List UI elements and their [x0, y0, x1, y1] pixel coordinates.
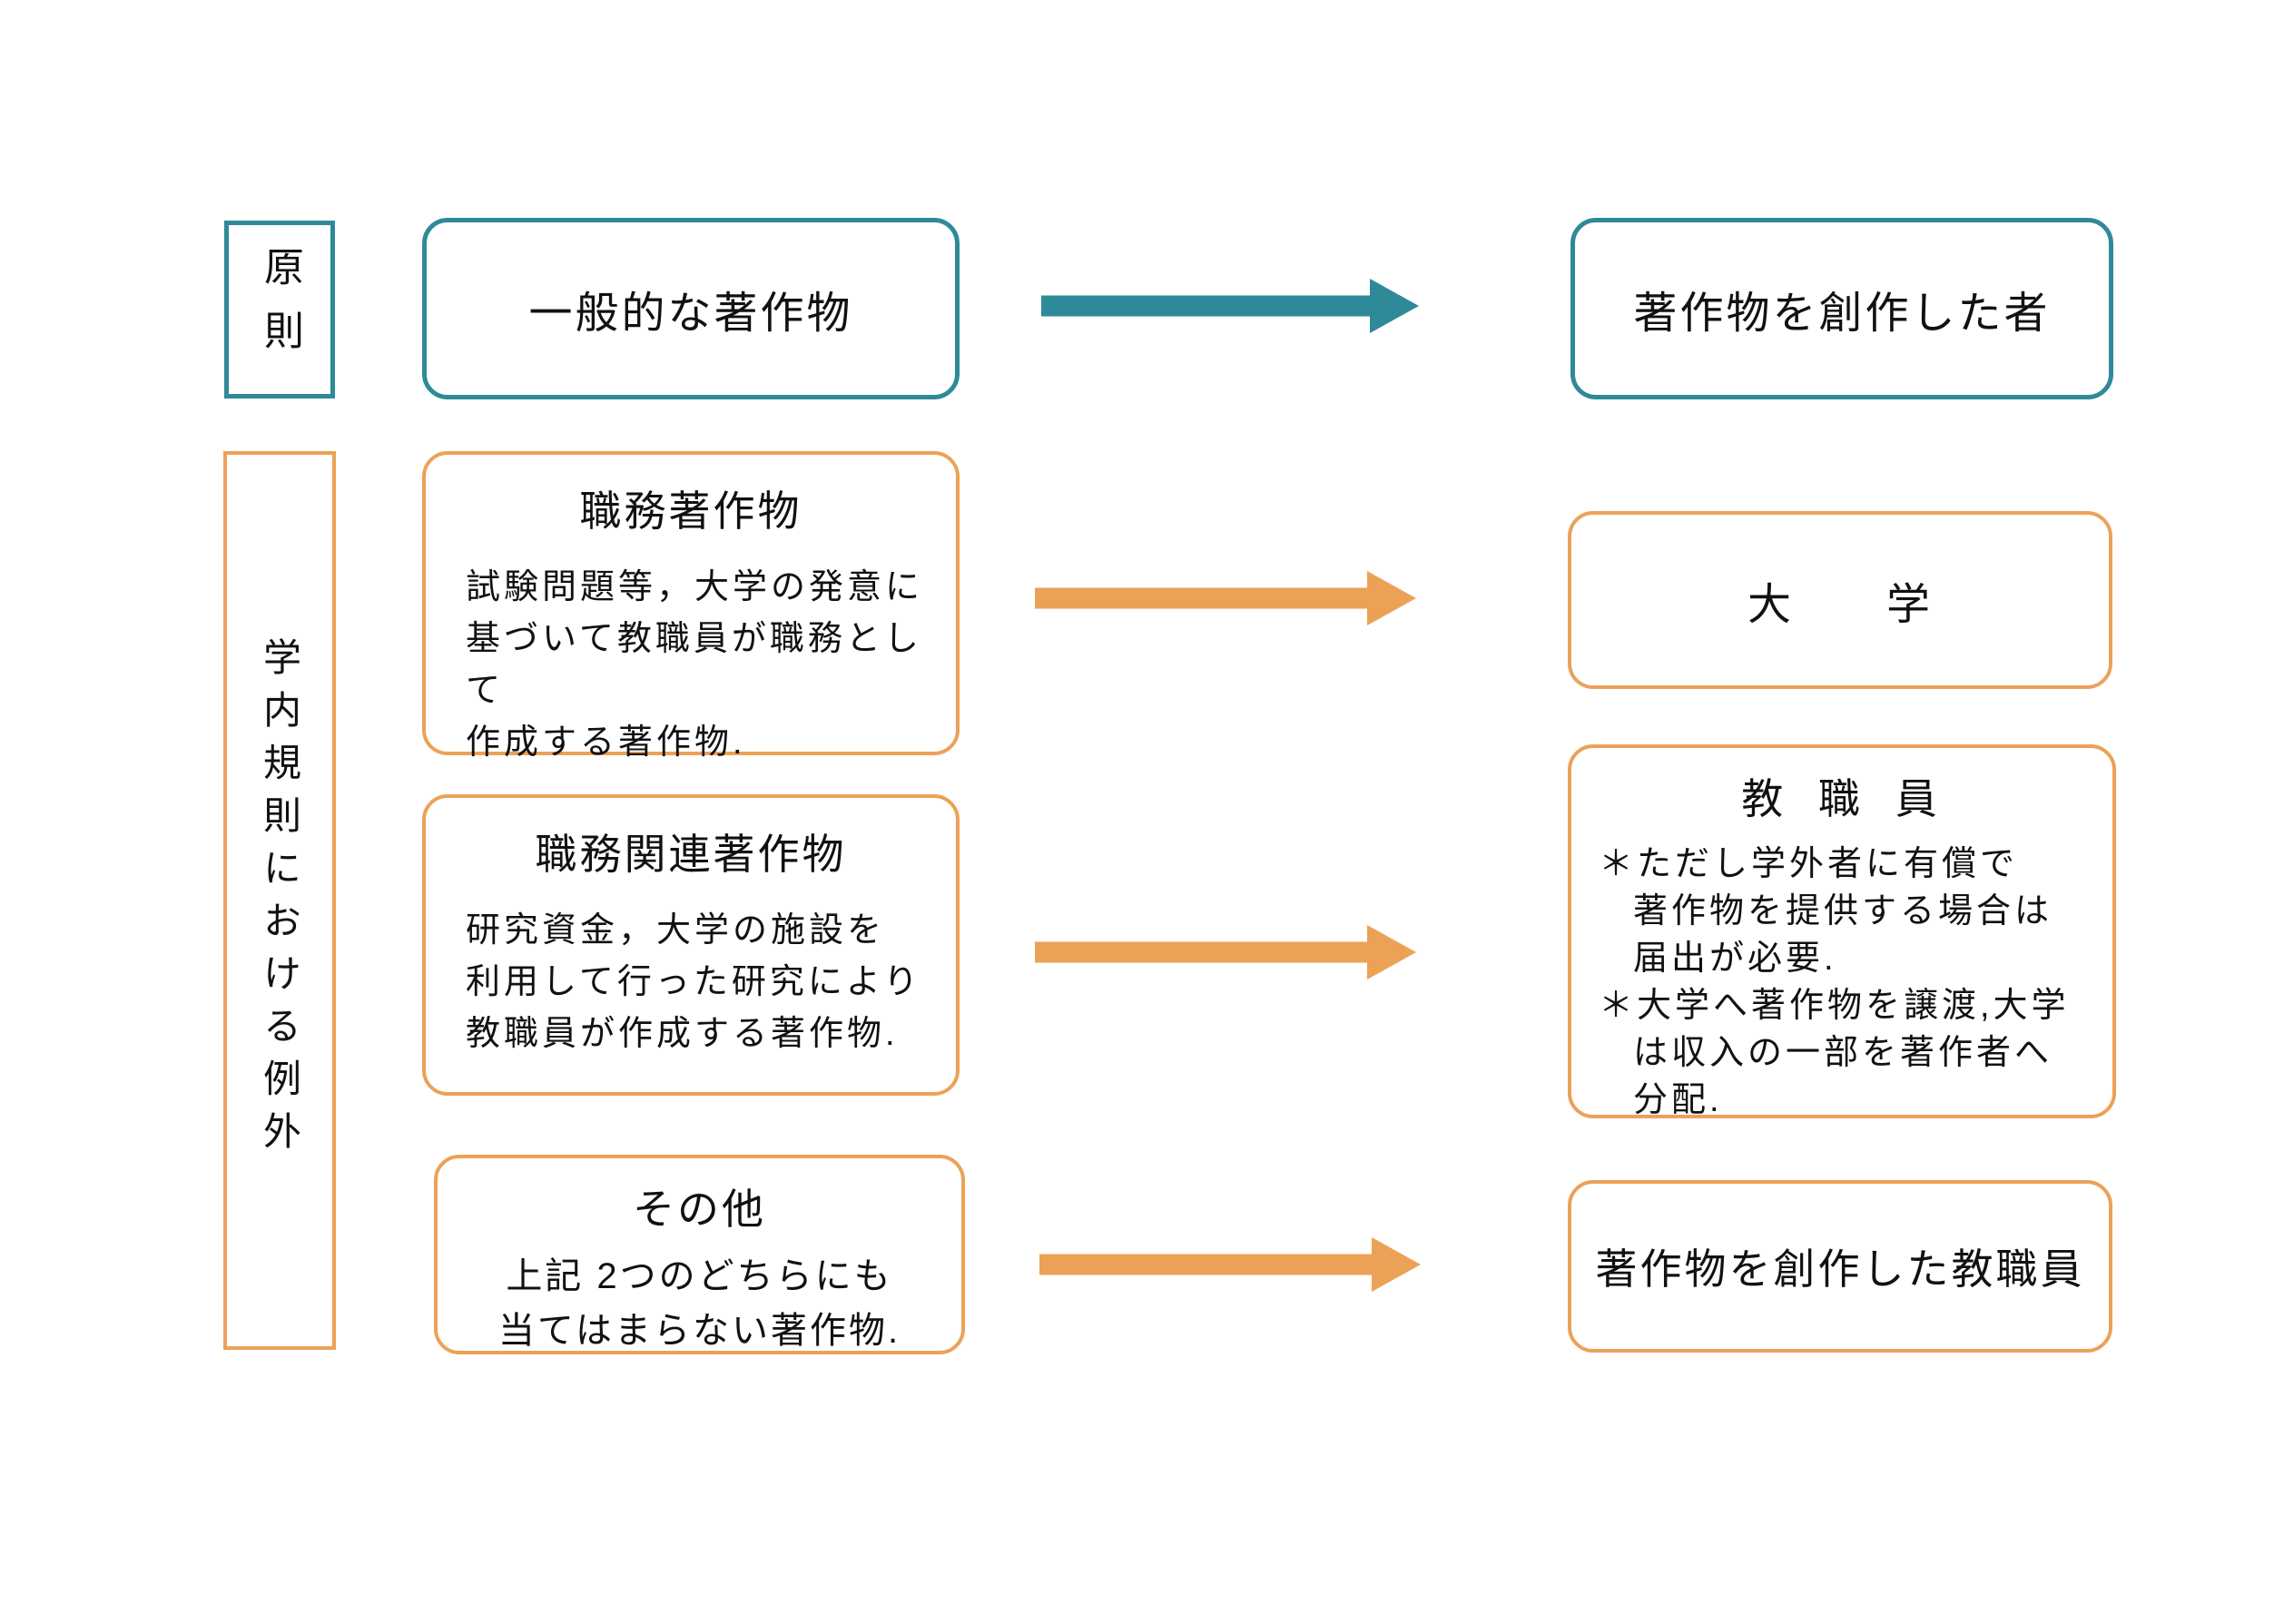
work-related-body: 研究資金，大学の施設を 利用して行った研究により 教職員が作成する著作物.: [426, 905, 956, 1060]
work-related-title: 職務関連著作物: [535, 831, 847, 878]
work-for-hire-body: 試験問題等，大学の発意に 基づいて教職員が職務として 作成する著作物.: [426, 562, 956, 769]
staff-creator-text: 著作物を創作した教職員: [1595, 1245, 2085, 1293]
other-box: その他 上記 2つのどちらにも 当てはまらない著作物.: [434, 1155, 965, 1354]
staff-note-line: 届出が必要.: [1633, 940, 1837, 978]
staff-note-line: は収入の一部を著作者へ: [1633, 1034, 2053, 1072]
arrow-head: [1372, 1237, 1421, 1292]
work-related-body-line: 研究資金，大学の施設を: [466, 911, 886, 950]
university-text: 大 学: [1747, 581, 1933, 629]
other-body-line: 当てはまらない著作物.: [497, 1311, 901, 1351]
arrow-head: [1370, 279, 1419, 333]
staff-note-line: ＊大学へ著作物を譲渡,大学: [1599, 987, 2070, 1025]
work-for-hire-body-line: 作成する著作物.: [466, 723, 746, 762]
arrow-head: [1367, 925, 1416, 979]
principle-label-text: 原則: [258, 246, 302, 373]
work-for-hire-title: 職務著作物: [579, 487, 802, 535]
staff-title: 教 職 員: [1741, 775, 1943, 822]
exception-label-box: 学内規則における例外: [223, 451, 336, 1350]
work-for-hire-body-line: 基づいて教職員が職務として: [466, 620, 922, 710]
principle-arrow-right-icon: [1041, 279, 1419, 333]
arrow-shaft: [1041, 295, 1373, 317]
other-body: 上記 2つのどちらにも 当てはまらない著作物.: [438, 1249, 961, 1358]
arrow-shaft: [1035, 587, 1371, 609]
staff-box: 教 職 員 ＊ただし学外者に有償で 著作物を提供する場合は 届出が必要. ＊大学…: [1568, 744, 2116, 1119]
staff-note-line: 著作物を提供する場合は: [1633, 892, 2053, 930]
work-for-hire-box: 職務著作物 試験問題等，大学の発意に 基づいて教職員が職務として 作成する著作物…: [422, 451, 960, 762]
staff-note-line: 分配.: [1633, 1081, 1723, 1119]
work-related-body-line: 利用して行った研究により: [466, 963, 922, 1001]
staff-creator-box: 著作物を創作した教職員: [1568, 1180, 2112, 1353]
other-title: その他: [633, 1186, 766, 1233]
general-work-text: 一般的な著作物: [528, 290, 853, 338]
work-for-hire-arrow-right-icon: [1035, 571, 1416, 625]
general-work-box: 一般的な著作物: [422, 218, 960, 399]
work-related-body-line: 教職員が作成する著作物.: [466, 1015, 899, 1053]
creator-box: 著作物を創作した者: [1570, 218, 2113, 399]
arrow-head: [1367, 571, 1416, 625]
university-box: 大 学: [1568, 511, 2112, 689]
other-body-line: 上記 2つのどちらにも: [506, 1256, 893, 1296]
work-related-arrow-right-icon: [1035, 925, 1416, 979]
principle-label-box: 原則: [224, 221, 335, 399]
arrow-shaft: [1035, 941, 1371, 963]
exception-label-text: 学内規則における例外: [258, 637, 301, 1164]
arrow-shaft: [1039, 1254, 1375, 1275]
other-arrow-right-icon: [1039, 1237, 1421, 1292]
work-related-box: 職務関連著作物 研究資金，大学の施設を 利用して行った研究により 教職員が作成す…: [422, 794, 960, 1096]
staff-note-line: ＊ただし学外者に有償で: [1599, 845, 2019, 883]
staff-notes: ＊ただし学外者に有償で 著作物を提供する場合は 届出が必要. ＊大学へ著作物を譲…: [1571, 841, 2112, 1124]
creator-text: 著作物を創作した者: [1633, 290, 2051, 338]
work-for-hire-body-line: 試験問題等，大学の発意に: [466, 568, 924, 606]
